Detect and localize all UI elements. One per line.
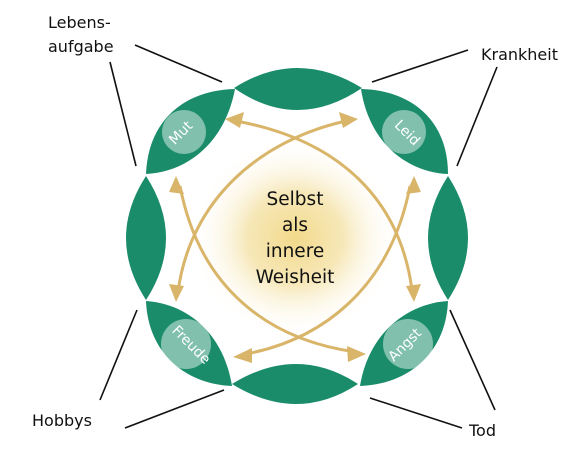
petal-bottom-left — [146, 301, 232, 386]
petal-left — [126, 176, 166, 300]
center-glow — [190, 138, 400, 338]
arrow-mut-to-tod — [235, 119, 414, 291]
arrowhead-bottom-right — [347, 346, 366, 362]
label-tod: Tod — [468, 421, 496, 440]
arrow-leid-to-hobbys — [176, 119, 347, 293]
petal-bottom-right — [360, 301, 448, 386]
bubble-mut — [162, 110, 206, 154]
petal-top-right — [361, 89, 448, 174]
arrowhead-top-left — [225, 112, 244, 128]
label-lebensaufgabe-1: Lebens- — [48, 13, 111, 32]
leader-lebensaufgabe-2 — [109, 61, 137, 167]
leader-hobbys — [99, 309, 138, 401]
bubble-angst — [383, 319, 433, 369]
leader-hobbys-2 — [124, 389, 225, 429]
arrowhead-left-top — [169, 176, 184, 194]
petal-right — [428, 176, 468, 300]
leader-tod-2 — [369, 397, 463, 429]
bubble-leid — [382, 110, 426, 154]
arrowhead-right-top — [406, 176, 421, 194]
label-hobbys: Hobbys — [32, 411, 92, 430]
arrowhead-bottom-left — [233, 348, 252, 363]
center-line-3: innere — [266, 241, 325, 262]
leader-tod — [449, 309, 496, 411]
petal-bottom — [232, 364, 358, 404]
arrow-angst-to-lebensaufgabe — [245, 185, 412, 356]
arrow-freude-to-krankheit — [178, 185, 357, 354]
leader-krankheit — [371, 49, 469, 83]
arrowhead-right-bottom — [406, 284, 421, 302]
label-lebensaufgabe-2: aufgabe — [48, 37, 114, 56]
center-line-2: als — [282, 215, 308, 236]
bubble-freude — [161, 319, 211, 369]
arrowhead-top-right — [339, 112, 358, 128]
label-krankheit: Krankheit — [481, 45, 558, 64]
arrowhead-left-bottom — [169, 284, 184, 302]
leader-krankheit-2 — [456, 66, 498, 167]
petal-top-left — [146, 89, 235, 174]
center-line-1: Selbst — [267, 189, 324, 210]
center-line-4: Weisheit — [256, 267, 335, 288]
leader-lebensaufgabe — [134, 44, 223, 83]
petal-top — [234, 68, 362, 110]
